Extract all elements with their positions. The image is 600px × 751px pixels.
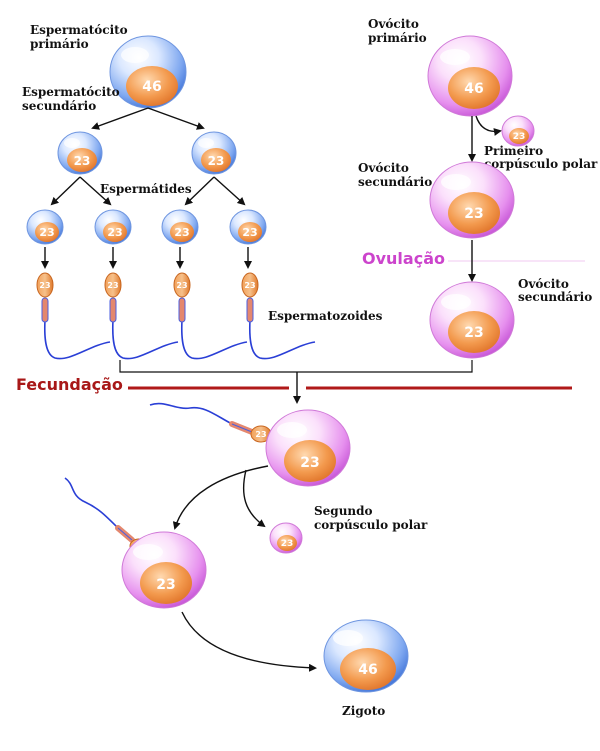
spermatid-2-number: 23 bbox=[107, 226, 122, 239]
spermatozoon-4: 23 bbox=[241, 272, 316, 360]
spermatid-3-number: 23 bbox=[174, 226, 189, 239]
arrow-to-second-polar-body bbox=[242, 469, 266, 528]
spermatozoon-1: 23 bbox=[36, 272, 111, 360]
fertilized-oocyte-number: 23 bbox=[300, 455, 319, 471]
first-polar-body-cell: 23 bbox=[501, 115, 535, 147]
secondary-spermatocyte-cell-left: 23 bbox=[57, 131, 103, 175]
primary-oocyte-cell: 46 bbox=[427, 35, 513, 117]
secondary-spermatocyte-right-number: 23 bbox=[208, 154, 225, 168]
primary-spermatocyte-label-1: Espermatócito bbox=[30, 23, 128, 37]
secondary-oocyte-2-label-2: secundário bbox=[518, 290, 592, 304]
spermatid-cell-2: 23 bbox=[94, 209, 132, 245]
fertilized-oocyte-cell: 23 bbox=[265, 409, 351, 487]
secondary-spermatocyte-left-number: 23 bbox=[74, 154, 91, 168]
secondary-spermatocyte-label-2: secundário bbox=[22, 99, 96, 113]
arrow-to-second-oocyte bbox=[172, 465, 269, 530]
spermatozoon-3: 23 bbox=[173, 272, 248, 360]
spermatid-cell-1: 23 bbox=[26, 209, 64, 245]
secondary-oocyte-1-label-2: secundário bbox=[358, 175, 432, 189]
secondary-oocyte-cell-2: 23 bbox=[429, 281, 515, 359]
secondary-oocyte-2-label-1: Ovócito bbox=[518, 277, 569, 291]
primary-oocyte-label-2: primário bbox=[368, 31, 427, 45]
first-polar-body-label-1: Primeiro bbox=[484, 144, 543, 158]
second-oocyte-number: 23 bbox=[156, 577, 175, 593]
arrow-to-first-polar-body bbox=[475, 115, 502, 136]
arrow-to-zygote bbox=[181, 611, 317, 672]
second-polar-body-label-2: corpúsculo polar bbox=[314, 518, 428, 532]
second-polar-body-label-1: Segundo bbox=[314, 504, 373, 518]
spermatid-cell-4: 23 bbox=[229, 209, 267, 245]
zygote-label: Zigoto bbox=[342, 704, 385, 718]
second-oocyte-cell: 23 bbox=[121, 531, 207, 609]
secondary-oocyte-1-label-1: Ovócito bbox=[358, 161, 409, 175]
second-polar-body-number: 23 bbox=[281, 539, 294, 549]
zygote-cell: 46 bbox=[323, 619, 409, 693]
arrow-to-spermatid-2 bbox=[79, 176, 112, 206]
secondary-oocyte-1-number: 23 bbox=[464, 206, 483, 222]
secondary-oocyte-2-number: 23 bbox=[464, 325, 483, 341]
zygote-number: 46 bbox=[358, 662, 377, 678]
spermatozoon-1-number: 23 bbox=[39, 281, 50, 290]
fertilizing-sperm: 23 bbox=[149, 402, 272, 443]
arrow-primary-to-secondary-left bbox=[91, 107, 149, 130]
primary-oocyte-number: 46 bbox=[464, 81, 483, 97]
primary-spermatocyte-cell: 46 bbox=[109, 35, 187, 109]
merge-bracket bbox=[119, 360, 473, 373]
fertilizing-sperm-number: 23 bbox=[255, 430, 266, 439]
fertilization-label: Fecundação bbox=[16, 375, 123, 394]
spermatozoon-2: 23 bbox=[104, 272, 179, 360]
primary-spermatocyte-number: 46 bbox=[142, 79, 161, 95]
spermatozoon-4-number: 23 bbox=[244, 281, 255, 290]
spermatid-1-number: 23 bbox=[39, 226, 54, 239]
secondary-oocyte-cell-1: 23 bbox=[429, 161, 515, 239]
spermatozoa-label: Espermatozoides bbox=[268, 309, 383, 323]
spermatozoon-3-number: 23 bbox=[176, 281, 187, 290]
spermatid-4-number: 23 bbox=[242, 226, 257, 239]
spermatid-cell-3: 23 bbox=[161, 209, 199, 245]
spermatozoon-2-number: 23 bbox=[107, 281, 118, 290]
secondary-spermatocyte-cell-right: 23 bbox=[191, 131, 237, 175]
ovulation-label: Ovulação bbox=[362, 249, 445, 268]
secondary-spermatocyte-label-1: Espermatócito bbox=[22, 85, 120, 99]
arrow-primary-to-secondary-right bbox=[147, 107, 205, 130]
arrow-to-spermatid-4 bbox=[213, 176, 246, 206]
spermatids-label: Espermátides bbox=[100, 182, 192, 196]
first-polar-body-label-2: corpúsculo polar bbox=[484, 157, 598, 171]
second-polar-body-cell: 23 bbox=[269, 522, 303, 554]
primary-oocyte-label-1: Ovócito bbox=[368, 17, 419, 31]
arrow-to-spermatid-1 bbox=[50, 176, 81, 206]
arrow-to-spermatid-3 bbox=[184, 176, 215, 206]
primary-spermatocyte-label-2: primário bbox=[30, 37, 89, 51]
first-polar-body-number: 23 bbox=[513, 132, 526, 142]
